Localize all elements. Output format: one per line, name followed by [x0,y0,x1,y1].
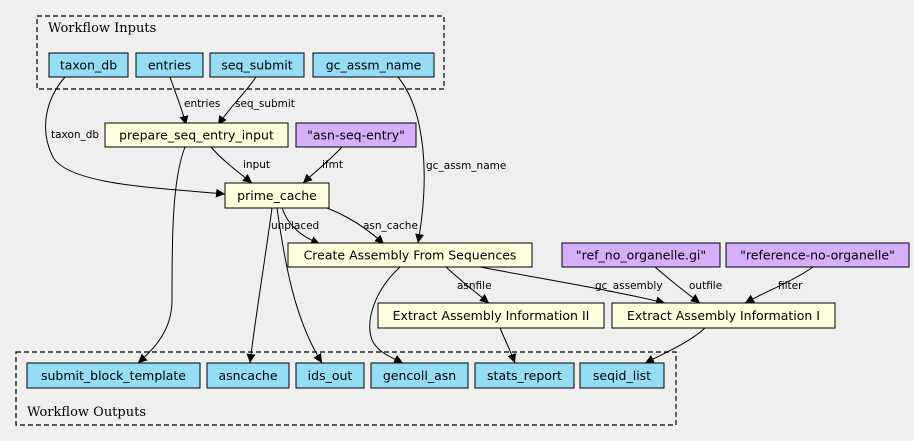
step-node-prepare-seq-entry-input-label: prepare_seq_entry_input [119,128,274,143]
edge-label-taxon-db: taxon_db [51,129,99,141]
edge-prime-cache-to-asncache [246,207,273,364]
step-node-extract-info-i[interactable]: Extract Assembly Information I [611,302,836,329]
edge-taxon-db-to-prime-cache [45,76,226,198]
step-node-create-assembly-label: Create Assembly From Sequences [304,248,517,263]
edge-create-to-gencoll-asn [369,266,404,364]
input-node-taxon-db[interactable]: taxon_db [48,52,129,78]
output-node-stats-report[interactable]: stats_report [474,362,575,389]
constant-node-asn-seq-entry[interactable]: "asn-seq-entry" [295,122,417,148]
constant-node-ref-no-organelle-gi-label: "ref_no_organelle.gi" [576,248,706,263]
edge-ref-gi-to-extract-i [654,266,701,304]
constant-node-reference-no-organelle[interactable]: "reference-no-organelle" [725,242,910,268]
edge-prime-cache-to-create-unplaced [281,207,321,245]
step-node-extract-info-i-label: Extract Assembly Information I [627,308,820,323]
edge-label-unplaced: unplaced [271,220,319,232]
edge-extract-ii-to-stats-report [499,327,516,364]
input-node-taxon-db-label: taxon_db [60,58,117,73]
output-node-seqid-list[interactable]: seqid_list [579,362,665,389]
constant-node-asn-seq-entry-label: "asn-seq-entry" [307,128,405,143]
edge-label-asn-cache: asn_cache [363,220,418,232]
edge-label-ifmt: ifmt [322,159,343,171]
output-node-ids-out[interactable]: ids_out [295,362,365,389]
input-node-gc-assm-name-label: gc_assm_name [326,58,422,73]
edge-label-outfile: outfile [689,280,722,292]
step-node-create-assembly[interactable]: Create Assembly From Sequences [287,242,533,268]
output-node-ids-out-label: ids_out [308,368,353,383]
edge-prepare-to-submit-block [137,146,186,364]
edge-entries-to-prepare [169,76,189,126]
edge-label-entries: entries [184,98,220,110]
workflow-inputs-label: Workflow Inputs [48,21,156,36]
step-node-extract-info-ii-label: Extract Assembly Information II [393,308,590,323]
step-node-extract-info-ii[interactable]: Extract Assembly Information II [377,302,605,329]
edge-seq-submit-to-prepare [217,76,257,126]
workflow-inputs-cluster: Workflow Inputs [36,15,445,90]
edge-gc-assm-name-to-create [397,76,425,244]
output-node-gencoll-asn-label: gencoll_asn [383,368,456,383]
edge-label-input: input [243,159,270,171]
step-node-prime-cache-label: prime_cache [237,188,317,203]
edge-label-filter: filter [778,280,803,292]
edge-ref-org-to-extract-i [744,266,814,304]
edge-label-gc-assembly: gc_assembly [595,280,663,292]
edge-prepare-to-prime-cache [210,146,253,184]
output-node-asncache[interactable]: asncache [206,362,290,389]
input-node-entries-label: entries [148,58,191,73]
output-node-stats-report-label: stats_report [487,368,562,383]
edge-label-gc-assm-name: gc_assm_name [426,160,506,172]
output-node-gencoll-asn[interactable]: gencoll_asn [370,362,469,389]
constant-node-reference-no-organelle-label: "reference-no-organelle" [740,248,895,263]
edge-create-to-extract-ii [445,266,490,304]
output-node-asncache-label: asncache [218,368,277,383]
output-node-seqid-list-label: seqid_list [593,368,651,383]
input-node-gc-assm-name[interactable]: gc_assm_name [312,52,435,78]
output-node-submit-block-template-label: submit_block_template [41,368,186,383]
edge-label-asnfile: asnfile [457,280,492,292]
input-node-seq-submit-label: seq_submit [221,58,292,73]
edge-create-to-extract-i [479,266,666,306]
input-node-entries[interactable]: entries [135,52,204,78]
workflow-outputs-cluster: Workflow Outputs [15,351,677,426]
constant-node-ref-no-organelle-gi[interactable]: "ref_no_organelle.gi" [561,242,721,268]
output-node-submit-block-template[interactable]: submit_block_template [26,362,201,389]
step-node-prime-cache[interactable]: prime_cache [224,182,330,209]
edge-asn-seq-entry-to-prime-cache [302,146,343,184]
edge-label-seq-submit: seq_submit [235,98,295,110]
edge-extract-i-to-seqid-list [644,327,706,364]
step-node-prepare-seq-entry-input[interactable]: prepare_seq_entry_input [104,122,289,148]
workflow-outputs-label: Workflow Outputs [27,405,146,420]
input-node-seq-submit[interactable]: seq_submit [209,52,305,78]
edges: entries seq_submit taxon_db input ifmt g… [45,76,814,364]
edge-prime-cache-to-ids-out [276,207,323,364]
